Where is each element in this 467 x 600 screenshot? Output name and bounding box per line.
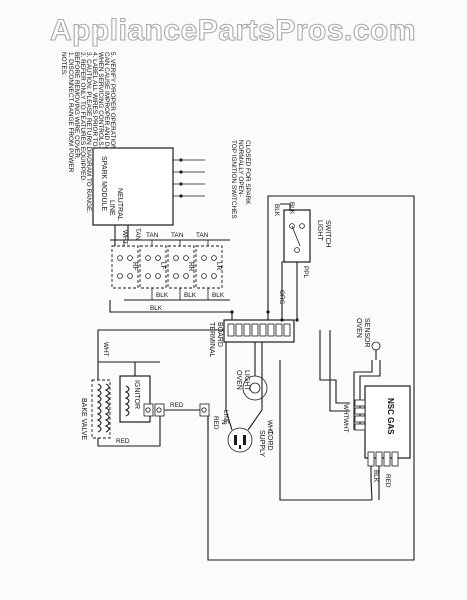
svg-text:N: N — [220, 420, 227, 425]
svg-text:BLK: BLK — [288, 202, 295, 215]
notes-block: NOTES: 1. DISCONNECT RANGE FROM POWER BE… — [60, 52, 116, 224]
terminal-board: TERMINAL BOARD — [208, 319, 295, 358]
ignition-switch-block: TAN TAN TAN RF LF RR LR BL — [110, 232, 230, 301]
spark-module-box — [92, 147, 174, 226]
svg-text:WHT: WHT — [102, 342, 109, 357]
svg-text:SWITCH: SWITCH — [324, 220, 331, 248]
svg-text:WHT: WHT — [342, 418, 349, 433]
svg-text:TOP IGNITION SWITCHES: TOP IGNITION SWITCHES — [230, 140, 237, 219]
svg-text:RED: RED — [384, 474, 391, 488]
note-line: 5. VERIFY PROPER OPERATION AFTER SERVICI… — [109, 52, 116, 211]
svg-text:BLK: BLK — [273, 204, 280, 217]
wire-label-red: RED — [170, 402, 184, 409]
wire-label-blk: BLK — [156, 292, 169, 299]
ignitor-label: IGNITOR — [133, 380, 140, 409]
svg-text:PPL: PPL — [302, 266, 309, 279]
light-switch: LIGHT SWITCH — [283, 209, 331, 263]
svg-text:RED: RED — [212, 416, 219, 430]
nsc-gas-label: NSC GAS — [386, 398, 395, 435]
line-label: LINE — [108, 200, 115, 216]
svg-text:BOARD: BOARD — [216, 322, 223, 347]
oven-light: OVEN LIGHT — [235, 342, 268, 401]
wire-label-red: RED — [116, 438, 130, 445]
wire-label-blk: BLK — [184, 292, 197, 299]
svg-text:BLK: BLK — [372, 470, 379, 483]
wire-label-tan: TAN — [146, 232, 159, 239]
wire-blk-to-terminal — [109, 300, 233, 320]
svg-text:CORD: CORD — [266, 430, 273, 451]
bake-valve-label: BAKE VALVE — [80, 398, 87, 440]
note-line: BEFORE REMOVING WIRE COVER. — [73, 52, 80, 160]
neutral-label: NEUTRAL — [116, 188, 123, 221]
ignition-switch-note: TOP IGNITION SWITCHES NORMALLY OPEN- CLO… — [230, 140, 251, 219]
ignitor-element — [124, 385, 130, 417]
wire-label-blk: BLK — [150, 305, 163, 312]
ignitor-bake-valve: WHT BAKE VALVE IGNITOR RED RED RED — [80, 329, 224, 447]
note-line: NOTES: — [60, 52, 67, 76]
note-line: WHEN SERVICING CONTROLS. WIRING PROBLEMS — [97, 52, 104, 210]
svg-text:CLOSED FOR SPARK: CLOSED FOR SPARK — [244, 140, 251, 205]
burner-label-rr: RR — [187, 262, 194, 272]
spark-module-feed-wires: WHT TAN — [114, 225, 141, 246]
spark-output-terminals — [173, 158, 205, 198]
svg-text:TAN: TAN — [134, 228, 141, 241]
svg-text:SENSOR: SENSOR — [363, 318, 370, 348]
note-line: 4. LABEL ALL WIRES PRIOR TO DISCONNECTIO… — [91, 52, 98, 202]
burner-label-rf: RF — [131, 262, 138, 271]
right-loop-wiring: BLK BLK PPL ORG — [207, 195, 415, 561]
terminal-board-label: TERMINAL — [208, 322, 215, 358]
oven-light-label: OVEN — [235, 370, 242, 390]
svg-text:NORMALLY OPEN-: NORMALLY OPEN- — [237, 140, 244, 197]
spark-module: SPARK MODULE NEUTRAL LINE — [92, 147, 205, 226]
supply-cord: WHT LINE N SUPPLY CORD — [220, 342, 273, 457]
note-line: CAN CAUSE IMPROPER AND DANGEROUS OPERATI… — [103, 52, 110, 224]
svg-text:LIGHT: LIGHT — [243, 370, 250, 391]
burner-label-lr: LR — [215, 262, 222, 271]
oven-sensor: OVEN SENSOR — [353, 318, 381, 430]
oven-sensor-label: OVEN — [355, 318, 362, 338]
svg-text:LINE: LINE — [222, 410, 229, 424]
spark-module-label: SPARK MODULE — [100, 156, 107, 211]
nsc-gas-control: NSC GAS WHT WHT BLK RED — [279, 330, 411, 501]
svg-text:WHT: WHT — [121, 230, 128, 245]
supply-cord-label: SUPPLY — [258, 430, 265, 457]
light-switch-label: LIGHT — [316, 220, 323, 241]
burner-label-lf: LF — [159, 262, 166, 270]
svg-text:WHT: WHT — [342, 404, 349, 419]
junction-dots — [230, 310, 299, 322]
bake-valve-coil — [96, 383, 102, 433]
wire-label-blk: BLK — [212, 292, 225, 299]
svg-text:WHT: WHT — [266, 420, 273, 435]
note-line: 3. CAUTION: PLEASE RETURN DIAGRAM TO RAN… — [85, 52, 92, 213]
svg-text:ORG: ORG — [278, 290, 285, 305]
note-line: 1. DISCONNECT RANGE FROM POWER — [67, 52, 74, 173]
wire-label-tan: TAN — [196, 232, 209, 239]
wire-label-tan: TAN — [171, 232, 184, 239]
note-line: 2. REFER ONLY TO FEATURES EQUIPPED. — [79, 52, 86, 182]
watermark-text: AppliancePartsPros.com — [50, 14, 416, 47]
